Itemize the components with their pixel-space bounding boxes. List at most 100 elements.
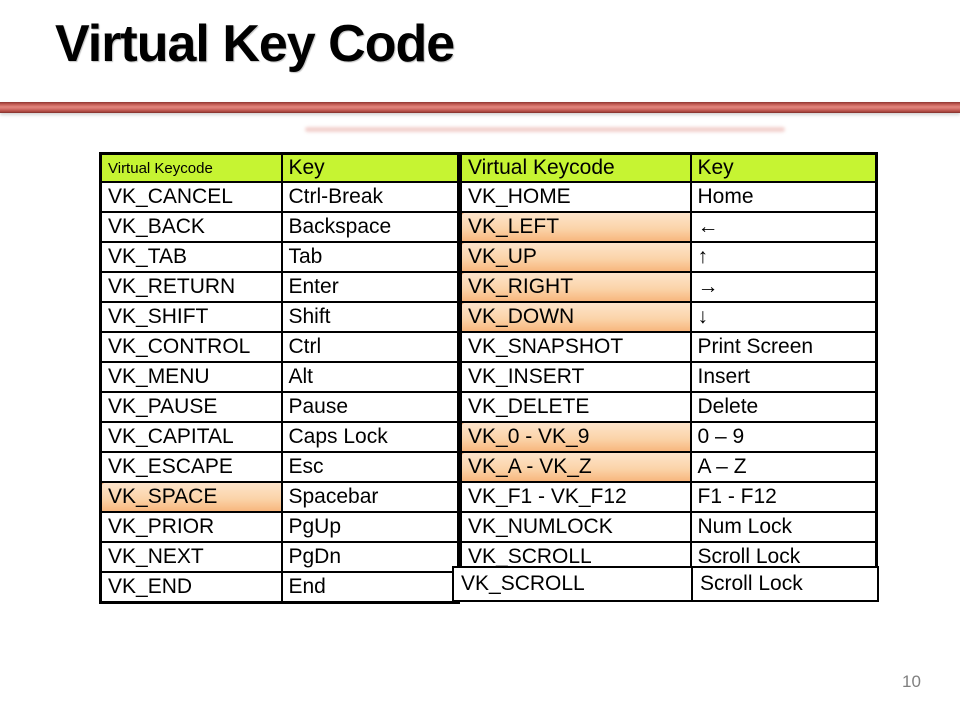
cell-text: Esc xyxy=(288,455,324,478)
cell-text: 0 – 9 xyxy=(697,425,745,448)
cell-text: Insert xyxy=(697,365,751,388)
cell-text: VK_BACK xyxy=(108,215,205,238)
title-underline-bar xyxy=(0,102,960,113)
title-underline-reflection xyxy=(305,127,785,132)
key-cell: A – Z xyxy=(689,451,878,483)
keycode-cell: VK_RETURN xyxy=(99,271,283,303)
cell-text: PgDn xyxy=(288,545,342,568)
cell-text: Backspace xyxy=(288,215,392,238)
table-row: VK_PRIOR PgUp xyxy=(99,511,460,543)
keycode-cell: VK_SCROLL xyxy=(454,568,693,600)
table-row: VK_RIGHT → xyxy=(459,271,878,303)
table-row: VK_INSERT Insert xyxy=(459,361,878,393)
header-row: Virtual Keycode Key xyxy=(459,152,878,183)
cell-text: VK_MENU xyxy=(108,365,210,388)
table-row: VK_F1 - VK_F12 F1 - F12 xyxy=(459,481,878,513)
cell-text: VK_LEFT xyxy=(468,215,560,238)
cell-text: Pause xyxy=(288,395,349,418)
cell-text: VK_A - VK_Z xyxy=(468,455,592,478)
cell-text: VK_NUMLOCK xyxy=(468,515,613,538)
cell-text: VK_CANCEL xyxy=(108,185,233,208)
cell-text: Print Screen xyxy=(697,335,814,358)
cell-text: VK_ESCAPE xyxy=(108,455,233,478)
key-cell: Caps Lock xyxy=(280,421,460,453)
keycode-cell: VK_END xyxy=(99,571,283,604)
key-cell: Enter xyxy=(280,271,460,303)
keycode-cell: VK_CONTROL xyxy=(99,331,283,363)
cell-text: ← xyxy=(697,215,719,238)
slide-title: Virtual Key Code xyxy=(55,15,455,73)
keycode-cell: VK_HOME xyxy=(459,181,692,213)
key-cell: Scroll Lock xyxy=(700,572,803,595)
cell-text: ↓ xyxy=(697,305,709,328)
table-row: VK_MENU Alt xyxy=(99,361,460,393)
table-row: VK_NEXT PgDn xyxy=(99,541,460,573)
cell-text: VK_NEXT xyxy=(108,545,204,568)
cell-text: VK_F1 - VK_F12 xyxy=(468,485,627,508)
cell-text: VK_HOME xyxy=(468,185,571,208)
keycode-cell: VK_PRIOR xyxy=(99,511,283,543)
cell-text: VK_PRIOR xyxy=(108,515,215,538)
table-row: VK_DOWN↓ xyxy=(459,301,878,333)
cell-text: Caps Lock xyxy=(288,425,388,448)
keycode-cell: VK_UP xyxy=(459,241,692,273)
cell-text: Enter xyxy=(288,275,339,298)
cell-text: Tab xyxy=(288,245,323,268)
cell-text: Num Lock xyxy=(697,515,793,538)
cell-text: VK_SCROLL xyxy=(468,545,592,568)
cell-text: PgUp xyxy=(288,515,342,538)
keycode-cell: VK_DELETE xyxy=(459,391,692,423)
key-cell: Backspace xyxy=(280,211,460,243)
keycode-cell: VK_CANCEL xyxy=(99,181,283,213)
cell-text: VK_CONTROL xyxy=(108,335,251,358)
keycode-cell: VK_ESCAPE xyxy=(99,451,283,483)
cell-text: VK_TAB xyxy=(108,245,187,268)
key-cell: F1 - F12 xyxy=(689,481,878,513)
table-row: VK_A - VK_Z A – Z xyxy=(459,451,878,483)
key-cell: End xyxy=(280,571,460,604)
key-cell: PgDn xyxy=(280,541,460,573)
cell-text: VK_SHIFT xyxy=(108,305,209,328)
header-row: Virtual Keycode Key xyxy=(99,152,460,183)
column-header-key: Key xyxy=(689,152,878,183)
key-cell: ↓ xyxy=(689,301,878,333)
keycode-cell: VK_PAUSE xyxy=(99,391,283,423)
cell-text: Spacebar xyxy=(288,485,379,508)
cell-text: Home xyxy=(697,185,754,208)
table-row: VK_HOME Home xyxy=(459,181,878,213)
table-row: VK_CAPITAL Caps Lock xyxy=(99,421,460,453)
keycode-cell: VK_BACK xyxy=(99,211,283,243)
cell-text: F1 - F12 xyxy=(697,485,777,508)
column-header-key: Key xyxy=(280,152,460,183)
table-row: VK_ESCAPE Esc xyxy=(99,451,460,483)
key-cell: Alt xyxy=(280,361,460,393)
keycode-cell: VK_NEXT xyxy=(99,541,283,573)
cell-text: ↑ xyxy=(697,245,709,268)
cell-text: A – Z xyxy=(697,455,747,478)
keycode-cell: VK_LEFT xyxy=(459,211,692,243)
cell-text: VK_INSERT xyxy=(468,365,585,388)
table-row: VK_LEFT ← xyxy=(459,211,878,243)
floating-scroll-row: VK_SCROLL Scroll Lock xyxy=(452,566,879,602)
key-cell: Delete xyxy=(689,391,878,423)
cell-text: VK_CAPITAL xyxy=(108,425,234,448)
cell-text: VK_RETURN xyxy=(108,275,236,298)
keycode-cell: VK_MENU xyxy=(99,361,283,393)
table-row: VK_NUMLOCK Num Lock xyxy=(459,511,878,543)
keycode-cell: VK_INSERT xyxy=(459,361,692,393)
table-row: VK_RETURN Enter xyxy=(99,271,460,303)
table-row: VK_TAB Tab xyxy=(99,241,460,273)
cell-text: VK_RIGHT xyxy=(468,275,574,298)
cell-text: VK_DELETE xyxy=(468,395,590,418)
key-cell: → xyxy=(689,271,878,303)
keycode-cell: VK_SNAPSHOT xyxy=(459,331,692,363)
cell-text: Delete xyxy=(697,395,759,418)
page-number: 10 xyxy=(902,672,921,691)
